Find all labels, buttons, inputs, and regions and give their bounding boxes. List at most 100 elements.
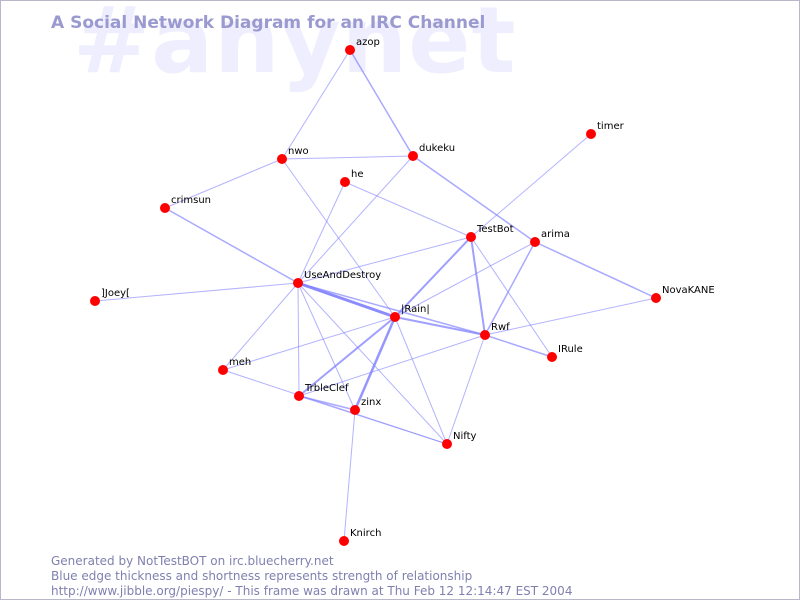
edge-dukeku-UseAndDestroy — [297, 155, 414, 284]
node-marker — [160, 203, 170, 213]
node-label: azop — [356, 37, 380, 48]
edge-TestBot-Rwf — [470, 236, 486, 336]
node-marker — [350, 405, 360, 415]
footer-generated-by: Generated by NotTestBOT on irc.bluecherr… — [51, 554, 334, 568]
node-label: Nifty — [453, 431, 477, 442]
node-label: ]Joey[ — [101, 288, 130, 299]
edge-timer-TestBot — [470, 133, 592, 238]
node-timer: timer — [586, 121, 625, 139]
node-label: arima — [541, 229, 570, 240]
node-label: NovaKANE — [662, 285, 715, 296]
node-label: crimsun — [171, 195, 211, 206]
edge-UseAndDestroy-Nifty — [297, 282, 448, 445]
edge-zinx-Knirch — [343, 409, 356, 542]
edge-dukeku-arima — [412, 155, 536, 243]
node-Nifty: Nifty — [442, 431, 477, 449]
node-label: nwo — [288, 146, 309, 157]
node-marker — [651, 293, 661, 303]
edge-azop-nwo — [281, 49, 351, 160]
node-marker — [293, 278, 303, 288]
edge-UseAndDestroy-TrbleClef — [297, 282, 300, 397]
node-azop: azop — [345, 37, 380, 55]
node-IRule: IRule — [547, 344, 583, 362]
edge-UseAndDestroy-meh — [222, 282, 299, 371]
edge-nwo-dukeku — [281, 155, 414, 160]
node-label: |Rain| — [401, 304, 430, 315]
edge-UseAndDestroy-Joey — [94, 282, 299, 302]
node-label: meh — [229, 357, 251, 368]
node-UseAndDestroy: UseAndDestroy — [293, 270, 381, 288]
edge-UseAndDestroy-Rain — [297, 281, 396, 319]
edge-UseAndDestroy-Rwf — [297, 282, 486, 336]
node-nwo: nwo — [277, 146, 309, 164]
edge-Rwf-IRule — [484, 334, 553, 358]
edge-UseAndDestroy-zinx — [297, 282, 356, 411]
edge-Rwf-NovaKANE — [484, 297, 657, 336]
edge-TrbleClef-zinx — [298, 395, 356, 411]
edge-TestBot-IRule — [470, 236, 553, 358]
node-Knirch: Knirch — [339, 528, 381, 546]
edge-Rain-Nifty — [394, 316, 448, 445]
node-zinx: zinx — [350, 397, 381, 415]
node-marker — [480, 330, 490, 340]
node-TrbleClef: TrbleClef — [294, 383, 349, 401]
node-label: Rwf — [491, 322, 510, 333]
node-label: TrbleClef — [304, 383, 349, 394]
edge-crimsun-UseAndDestroy — [164, 207, 299, 284]
node-Rwf: Rwf — [480, 322, 510, 340]
node-dukeku: dukeku — [408, 143, 455, 161]
edge-Rain-Rwf — [394, 316, 486, 336]
edge-Rain-zinx — [353, 316, 397, 411]
node-label: dukeku — [419, 143, 455, 154]
edge-arima-NovaKANE — [534, 241, 657, 299]
node-marker — [339, 536, 349, 546]
edges-layer — [94, 49, 657, 542]
edge-Rain-TrbleClef — [298, 316, 396, 397]
edge-nwo-crimsun — [164, 158, 283, 209]
node-label: Knirch — [350, 528, 381, 539]
channel-watermark: #anynet — [73, 0, 517, 94]
edge-TrbleClef-Nifty — [298, 395, 448, 445]
node-marker — [390, 312, 400, 322]
edge-Rwf-Nifty — [446, 334, 486, 445]
footer-url-timestamp: http://www.jibble.org/piespy/ - This fra… — [51, 584, 573, 598]
edge-TestBot-Rain — [394, 236, 472, 318]
node-marker — [277, 154, 287, 164]
node-label: timer — [597, 121, 625, 132]
footer: Generated by NotTestBOT on irc.bluecherr… — [51, 554, 572, 599]
edge-azop-dukeku — [349, 49, 414, 157]
edge-Rain-meh — [222, 316, 396, 371]
node-label: TestBot — [476, 224, 514, 235]
edge-TestBot-UseAndDestroy — [297, 236, 472, 284]
node-arima: arima — [530, 229, 570, 247]
node-marker — [466, 232, 476, 242]
edge-he-UseAndDestroy — [297, 181, 346, 284]
edge-arima-Rain — [394, 241, 536, 318]
node-label: UseAndDestroy — [304, 270, 381, 281]
node-label: he — [351, 169, 364, 180]
node-label: IRule — [558, 344, 583, 355]
node-marker — [586, 129, 596, 139]
diagram-title: A Social Network Diagram for an IRC Chan… — [51, 13, 486, 33]
node-he: he — [340, 169, 364, 187]
footer-legend-note: Blue edge thickness and shortness repres… — [51, 569, 473, 583]
node-crimsun: crimsun — [160, 195, 211, 213]
node-meh: meh — [218, 357, 251, 375]
node-TestBot: TestBot — [466, 224, 514, 242]
node-marker — [547, 352, 557, 362]
node-marker — [294, 391, 304, 401]
edge-Rwf-TrbleClef — [298, 334, 486, 397]
node-marker — [408, 151, 418, 161]
node-marker — [345, 45, 355, 55]
edge-arima-Rwf — [484, 241, 536, 336]
node-marker — [442, 439, 452, 449]
node-marker — [530, 237, 540, 247]
node-marker — [340, 177, 350, 187]
node-Rain: |Rain| — [390, 304, 430, 322]
node-NovaKANE: NovaKANE — [651, 285, 715, 303]
node-marker — [90, 296, 100, 306]
edge-he-TestBot — [344, 181, 472, 238]
